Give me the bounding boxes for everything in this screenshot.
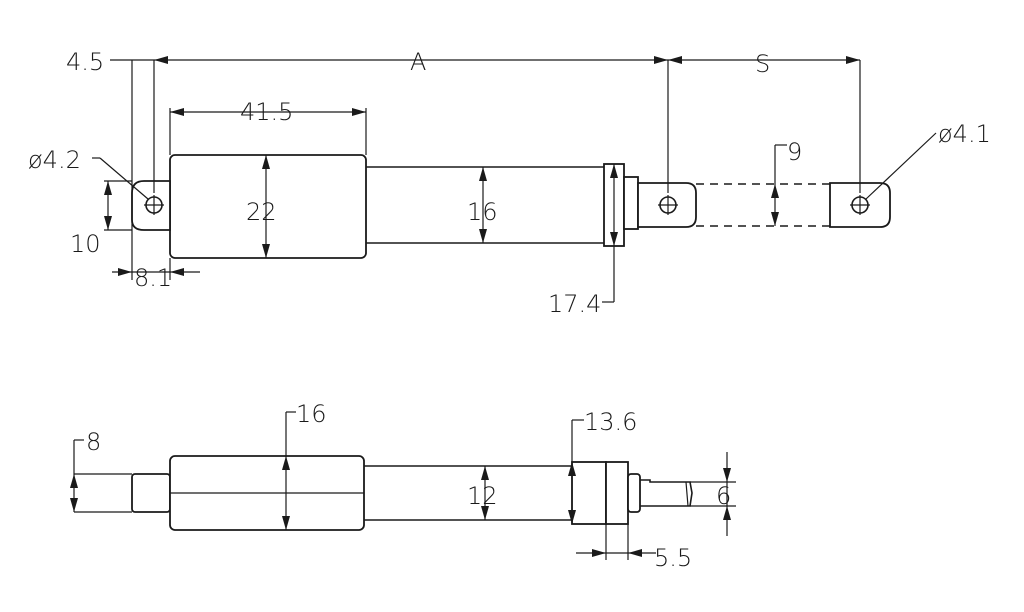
side-rod bbox=[640, 479, 693, 507]
tube-outline bbox=[366, 166, 604, 244]
dim-22: 22 bbox=[246, 198, 277, 226]
dim-a: A bbox=[410, 48, 426, 76]
side-view: 8 16 13.6 12 6 5.5 bbox=[70, 400, 736, 572]
top-view: A S 4.5 41.5 ø4.2 ø4.1 22 16 9 bbox=[28, 48, 991, 318]
dim-10: 10 bbox=[70, 230, 101, 258]
side-collar-b bbox=[605, 461, 629, 525]
side-collar-c bbox=[627, 473, 641, 513]
dim-12: 12 bbox=[467, 482, 498, 510]
dim-5-5: 5.5 bbox=[654, 544, 692, 572]
dim-8: 8 bbox=[86, 428, 101, 456]
side-tube bbox=[364, 465, 572, 521]
dim-4-5: 4.5 bbox=[66, 48, 104, 76]
dim-17-4: 17.4 bbox=[548, 290, 601, 318]
side-collar-a bbox=[571, 461, 607, 525]
dim-6: 6 bbox=[716, 482, 731, 510]
rear-stub bbox=[131, 473, 171, 513]
dim-16-side: 16 bbox=[296, 400, 327, 428]
dim-hole-right: ø4.1 bbox=[938, 120, 991, 148]
dim-41-5: 41.5 bbox=[240, 98, 293, 126]
dim-13-6: 13.6 bbox=[584, 408, 637, 436]
dim-hole-left: ø4.2 bbox=[28, 146, 81, 174]
cap-collar bbox=[623, 176, 639, 230]
dim-16-top: 16 bbox=[467, 198, 498, 226]
dim-9: 9 bbox=[787, 138, 802, 166]
dim-8-1: 8.1 bbox=[134, 264, 172, 292]
dim-s: S bbox=[755, 50, 770, 78]
